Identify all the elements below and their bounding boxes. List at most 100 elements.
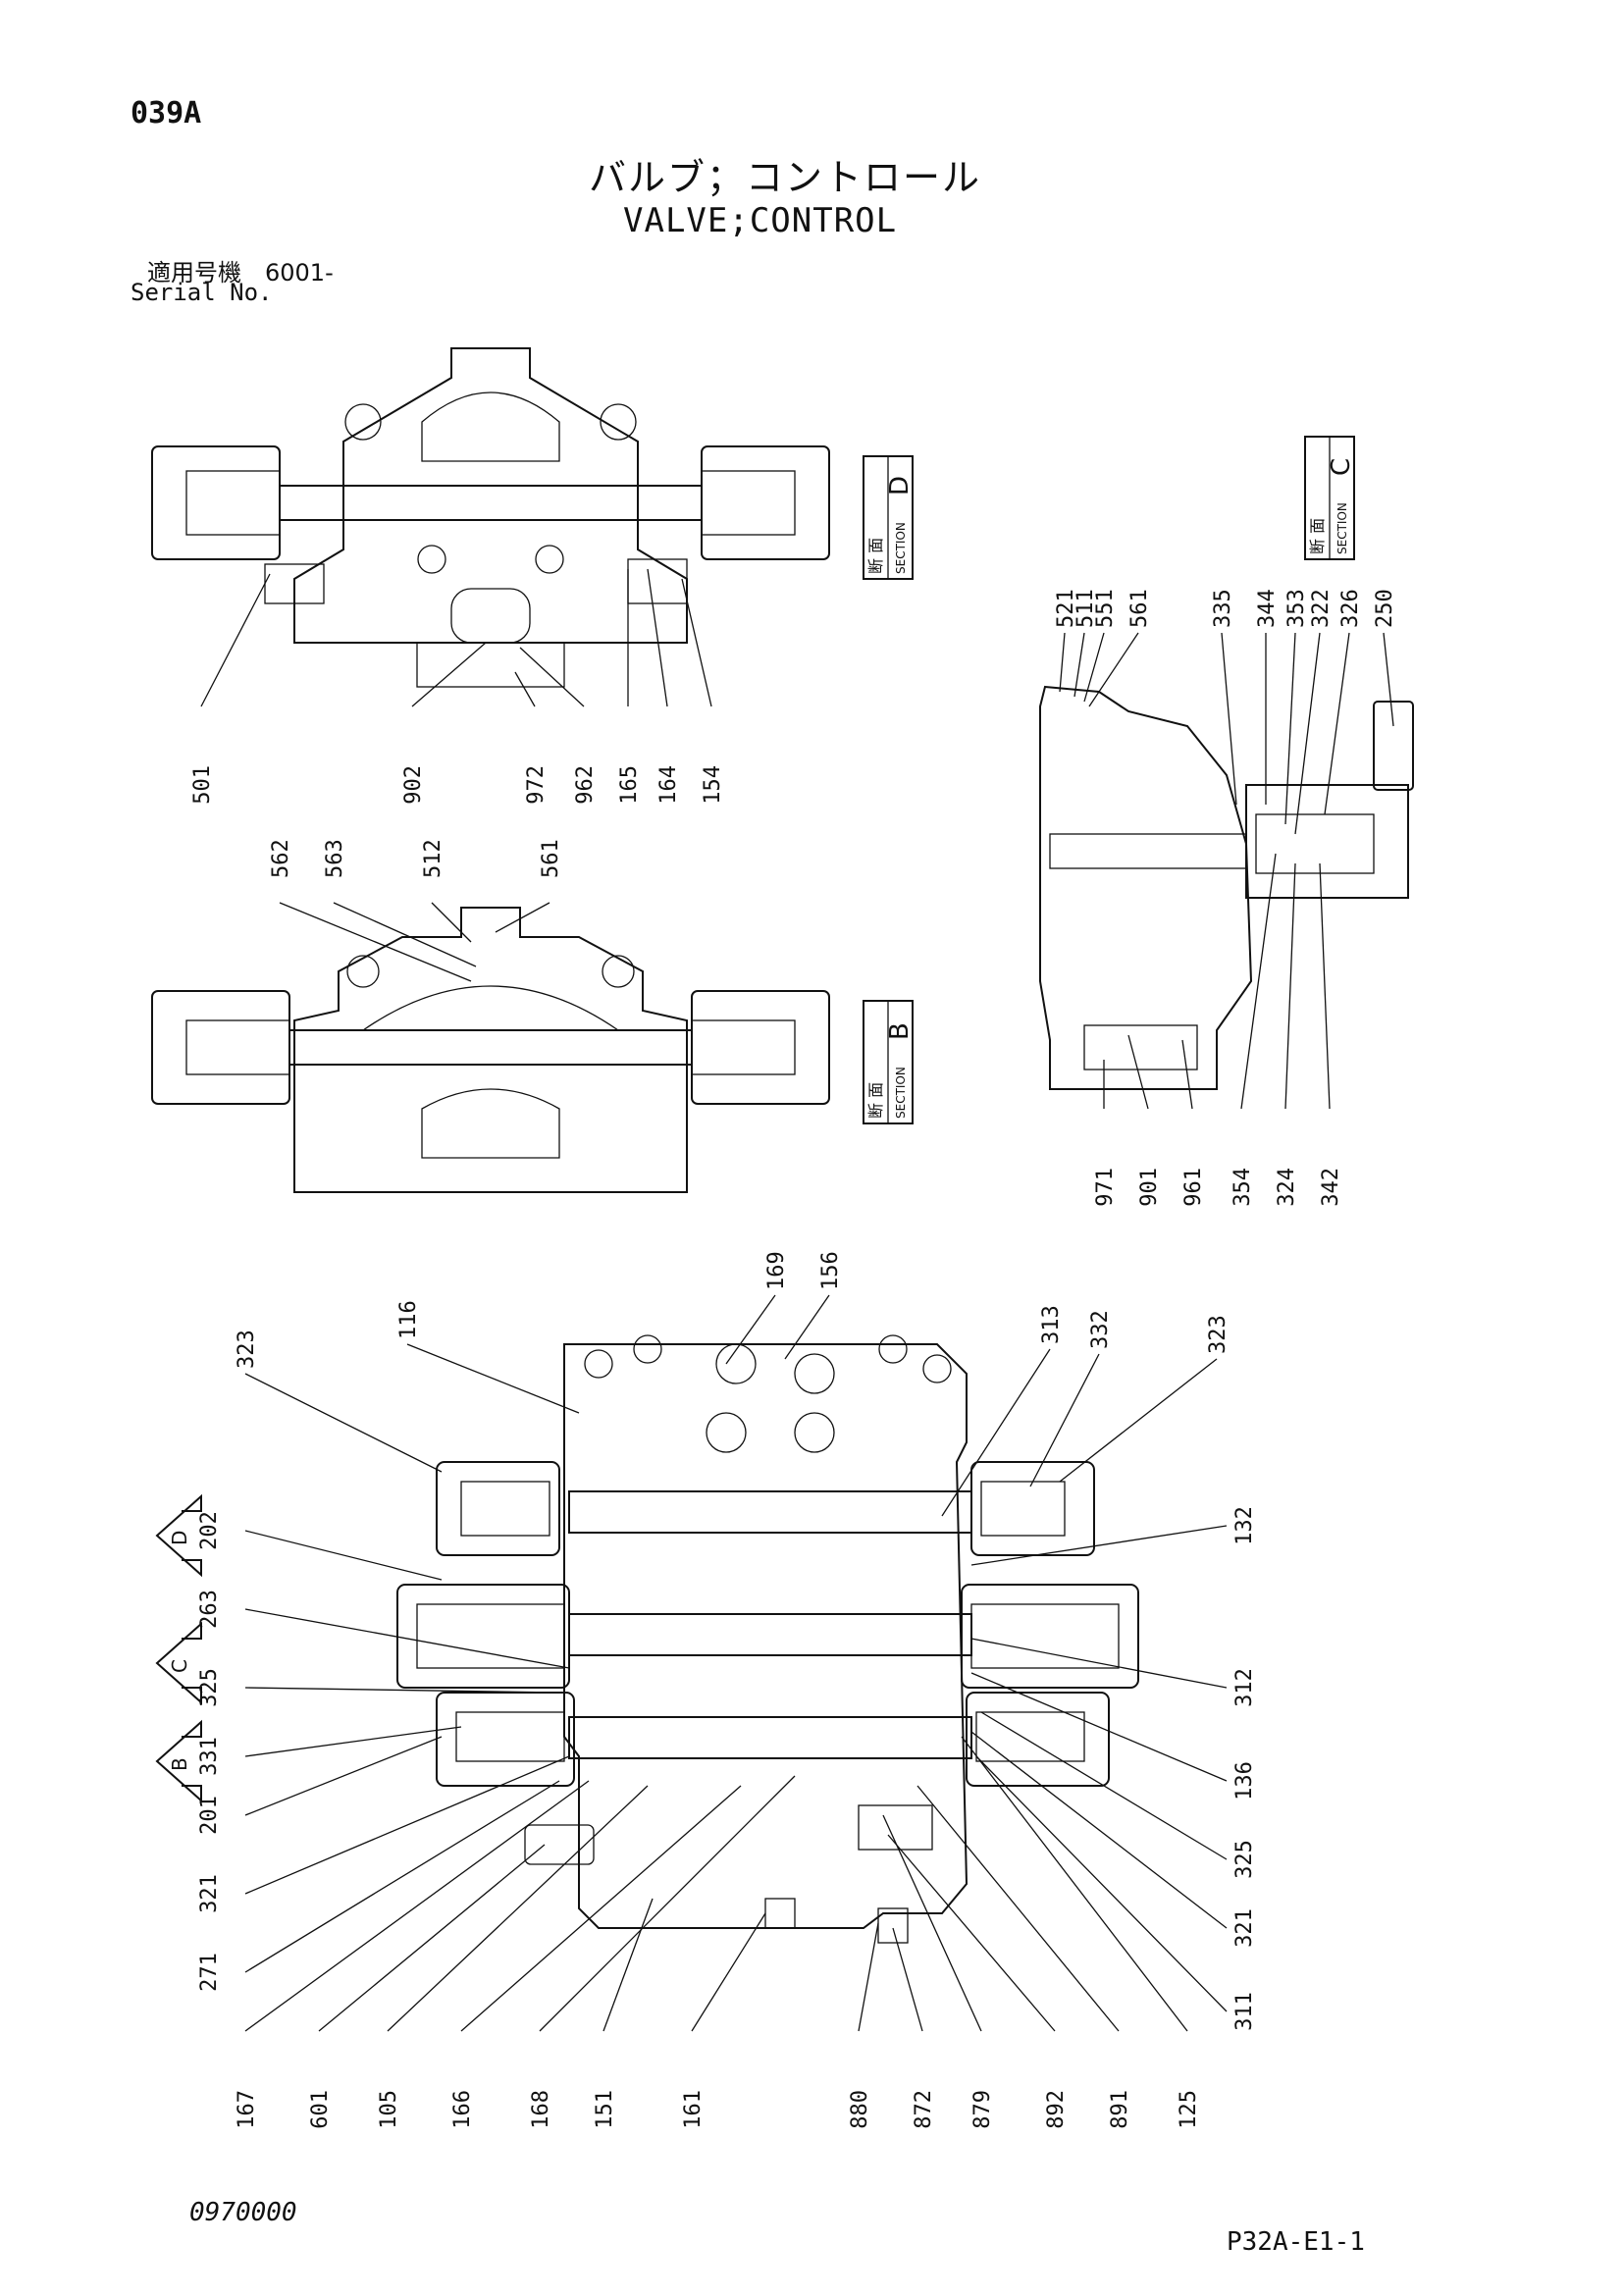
- section-tag-b-letter: B: [885, 1022, 915, 1040]
- part-number-label: 164: [656, 765, 681, 805]
- part-number-label: 311: [1232, 1992, 1257, 2031]
- section-tag-b-en: SECTION: [894, 1067, 908, 1119]
- part-number-label: 116: [396, 1300, 421, 1339]
- part-number-label: 156: [818, 1251, 843, 1290]
- part-number-label: 901: [1137, 1168, 1162, 1207]
- part-number-label: 879: [970, 2090, 995, 2129]
- part-number-label: 167: [235, 2090, 259, 2129]
- svg-text:C: C: [168, 1659, 191, 1673]
- part-number-label: 169: [764, 1251, 789, 1290]
- section-c-view: [1039, 685, 1414, 1090]
- section-tag-d-letter: D: [885, 476, 915, 496]
- part-number-label: 501: [190, 765, 215, 805]
- part-number-label: 971: [1093, 1168, 1118, 1207]
- section-tag-c-jp: 断 面: [1308, 518, 1327, 554]
- part-number-label: 880: [848, 2090, 872, 2129]
- part-number-label: 165: [617, 765, 642, 805]
- labels-main-top: 169 156: [764, 1251, 843, 1290]
- part-number-label: 168: [529, 2090, 553, 2129]
- part-number-label: 872: [912, 2090, 936, 2129]
- section-tag-d-jp: 断 面: [866, 538, 885, 574]
- section-tag-b: 断 面 SECTION B: [863, 1000, 915, 1124]
- footer-left-code: 0970000: [189, 2198, 297, 2227]
- labels-main-right: 132 312 136 325 321 311: [1232, 1506, 1257, 2031]
- part-number-label: 892: [1044, 2090, 1069, 2129]
- part-number-label: 322: [1309, 589, 1334, 628]
- section-marker-b: B: [155, 1719, 202, 1803]
- part-number-label: 332: [1088, 1310, 1113, 1349]
- part-number-label: 321: [1232, 1908, 1257, 1948]
- part-number-label: 562: [269, 839, 293, 878]
- part-number-label: 325: [197, 1668, 222, 1707]
- labels-main-left: 202 263 325 331 201 321 271: [197, 1511, 222, 1992]
- part-number-label: 325: [1232, 1840, 1257, 1879]
- part-number-label: 166: [450, 2090, 475, 2129]
- part-number-label: 902: [401, 765, 426, 805]
- part-number-label: 561: [1127, 589, 1152, 628]
- part-number-label: 891: [1108, 2090, 1132, 2129]
- labels-section-b: 562 563 512 561: [269, 839, 563, 878]
- labels-main-bottom: 167 601 105 166 168 151 161 880 872 879 892 891 125: [235, 2090, 1201, 2129]
- part-number-label: 250: [1373, 589, 1397, 628]
- title-english: VALVE;CONTROL: [623, 201, 898, 240]
- part-number-label: 972: [524, 765, 549, 805]
- footer-right-code: P32A-E1-1: [1227, 2227, 1365, 2257]
- section-tag-d-en: SECTION: [894, 522, 908, 574]
- page-code: 039A: [131, 96, 202, 130]
- part-number-label: 271: [197, 1953, 222, 1992]
- part-number-label: 125: [1177, 2090, 1201, 2129]
- part-number-label: 561: [539, 839, 563, 878]
- part-number-label: 563: [323, 839, 347, 878]
- part-number-label: 323: [235, 1330, 259, 1369]
- section-tag-c-letter: C: [1327, 458, 1356, 476]
- part-number-label: 962: [573, 765, 598, 805]
- part-number-label: 136: [1232, 1761, 1257, 1800]
- part-number-label: 354: [1230, 1168, 1255, 1207]
- part-number-label: 202: [197, 1511, 222, 1550]
- part-number-label: 312: [1232, 1668, 1257, 1707]
- part-number-label: 161: [681, 2090, 706, 2129]
- part-number-label: 201: [197, 1796, 222, 1835]
- part-number-label: 151: [593, 2090, 617, 2129]
- part-number-label: 154: [701, 765, 725, 805]
- part-number-label: 353: [1284, 589, 1309, 628]
- labels-main-left-top: 323 116: [235, 1300, 421, 1369]
- leader-lines: [200, 568, 1394, 2032]
- part-number-label: 324: [1275, 1168, 1299, 1207]
- section-marker-c: C: [155, 1621, 202, 1705]
- svg-text:D: D: [168, 1531, 191, 1545]
- serial-label-english: Serial No.: [131, 279, 273, 306]
- part-number-label: 961: [1181, 1168, 1206, 1207]
- part-number-label: 512: [421, 839, 445, 878]
- main-assembly-view: [396, 1334, 1139, 1944]
- part-number-label: 551: [1093, 589, 1118, 628]
- part-number-label: 132: [1232, 1506, 1257, 1545]
- part-number-label: 326: [1338, 589, 1363, 628]
- section-b-view: [151, 907, 830, 1193]
- serial-label-japanese: 適用号機 6001-: [147, 259, 334, 287]
- part-number-label: 105: [377, 2090, 401, 2129]
- part-number-label: 601: [308, 2090, 333, 2129]
- section-tag-c: 断 面 SECTION C: [1304, 436, 1356, 560]
- labels-main-right-top: 313 332 323: [1039, 1305, 1230, 1354]
- part-number-label: 344: [1255, 589, 1280, 628]
- part-number-label: 313: [1039, 1305, 1064, 1344]
- part-number-label: 342: [1319, 1168, 1343, 1207]
- part-number-label: 335: [1211, 589, 1235, 628]
- labels-section-c-bottom: 971 901 961 354 324 342: [1093, 1168, 1343, 1207]
- part-number-label: 331: [197, 1737, 222, 1776]
- section-tag-c-en: SECTION: [1335, 502, 1349, 554]
- labels-section-d: 501 902 972 962 165 164 154: [190, 765, 725, 805]
- section-tag-b-jp: 断 面: [866, 1082, 885, 1119]
- section-d-view: [151, 347, 830, 688]
- svg-text:B: B: [168, 1757, 191, 1771]
- part-number-label: 323: [1206, 1315, 1230, 1354]
- part-number-label: 521: [1054, 589, 1078, 628]
- title-japanese: バルブ；コントロール: [589, 156, 982, 199]
- part-number-label: 263: [197, 1590, 222, 1629]
- section-marker-d: D: [155, 1493, 202, 1578]
- part-number-label: 511: [1073, 589, 1098, 628]
- part-number-label: 321: [197, 1874, 222, 1913]
